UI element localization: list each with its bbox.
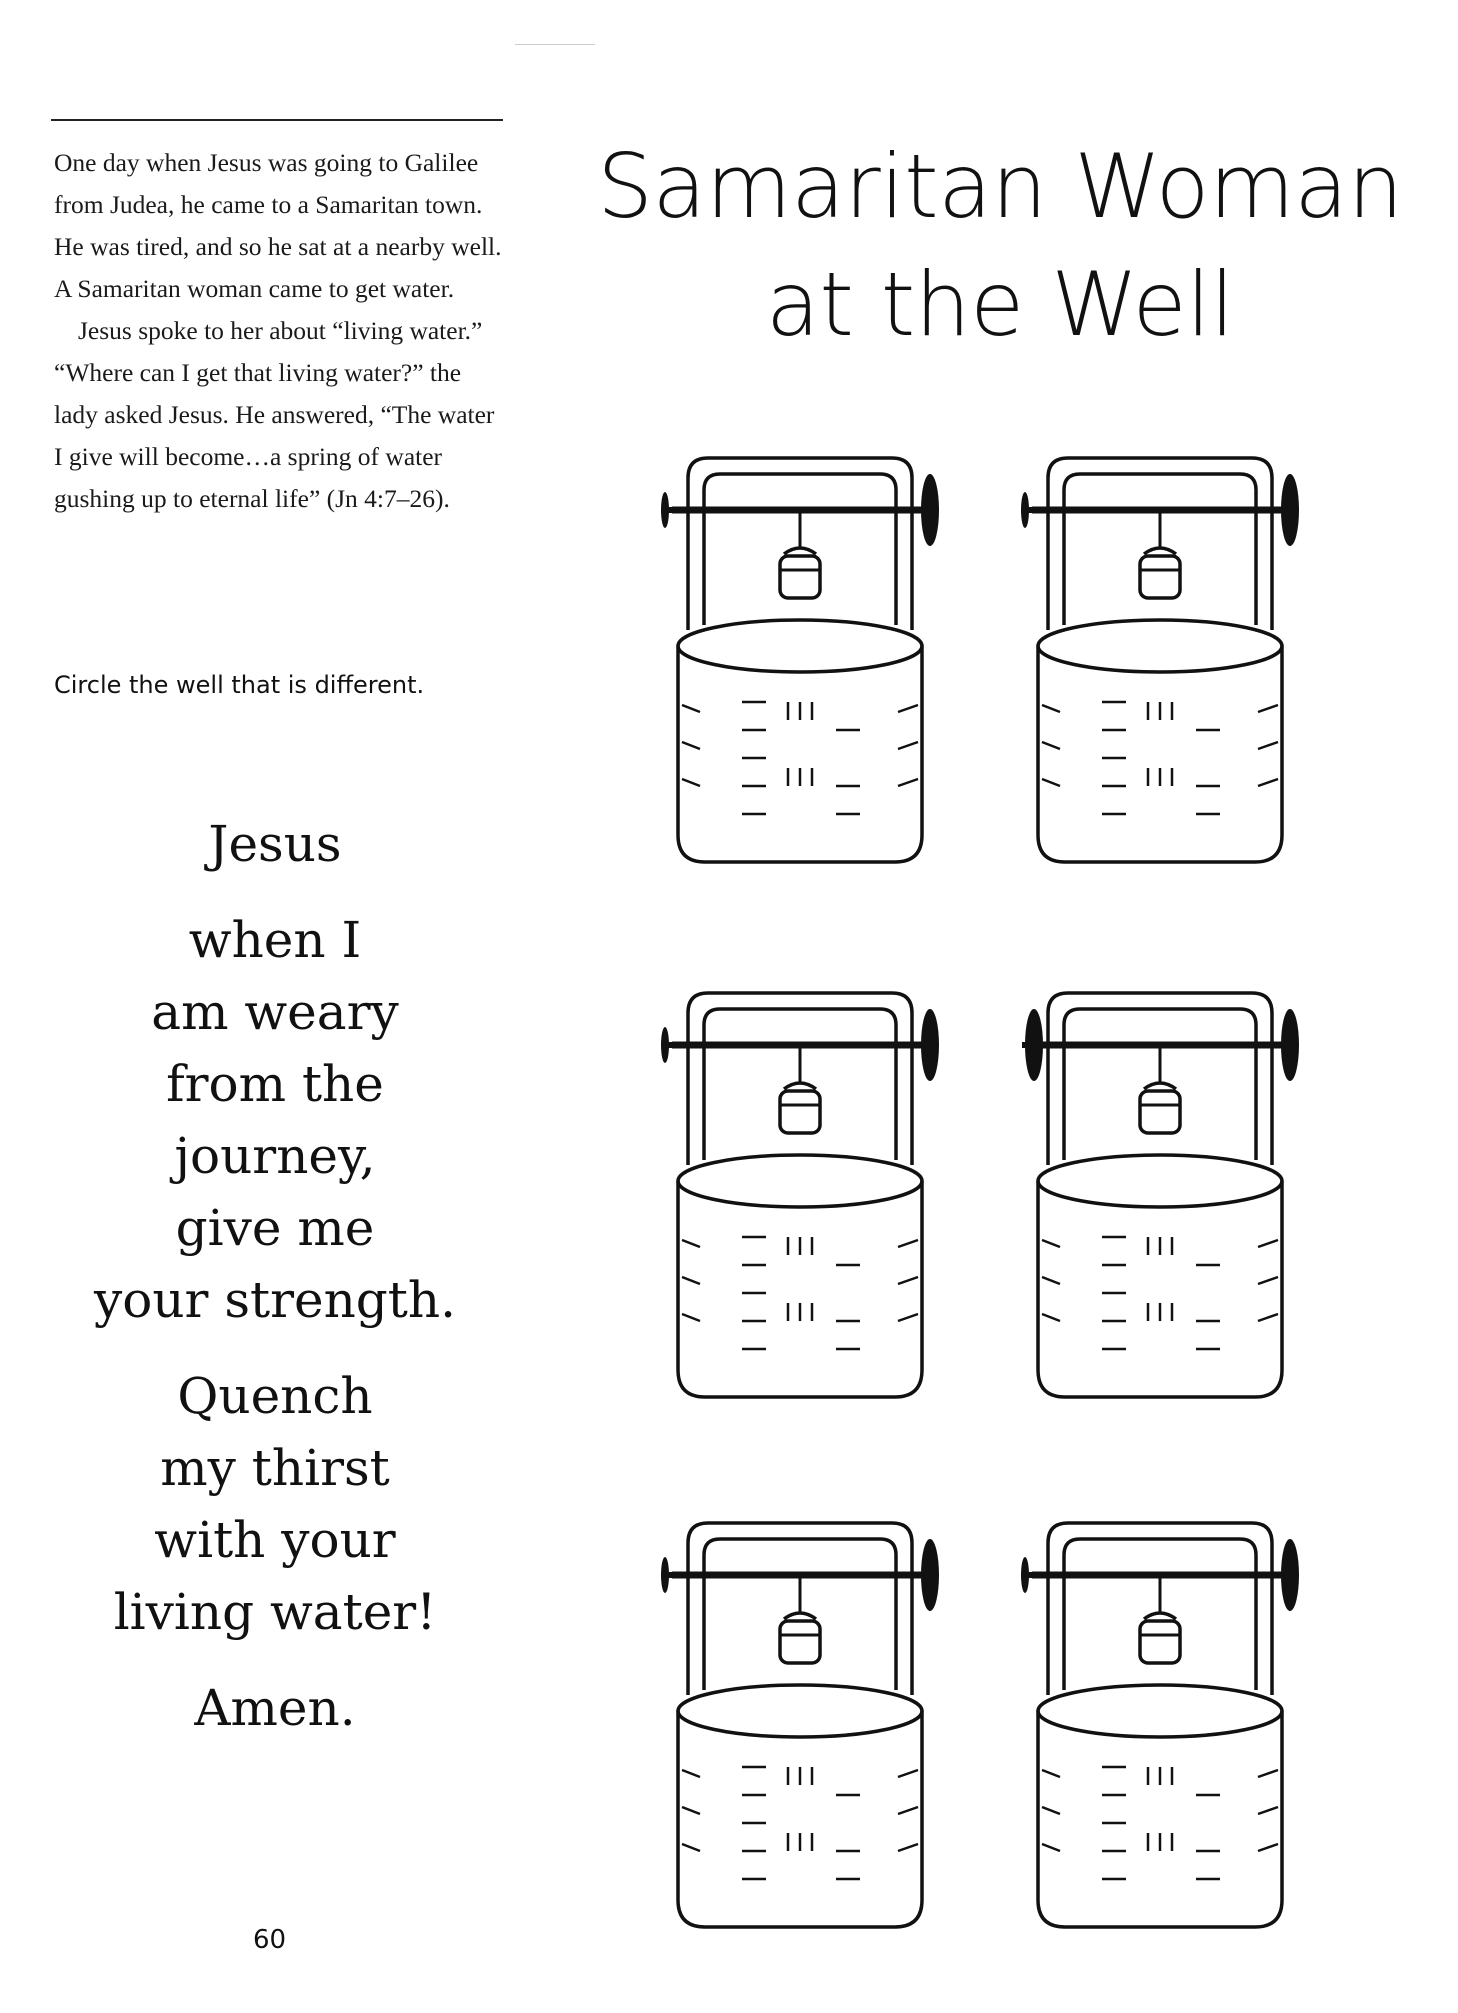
prayer-line: Quench (177, 1367, 373, 1425)
well-5[interactable] (660, 1515, 950, 1930)
prayer-stanza-2: when I am weary from the journey, give m… (30, 904, 520, 1336)
prayer-line: living water! (113, 1583, 437, 1641)
page-title: Samaritan Woman at the Well (560, 128, 1440, 364)
well-2[interactable] (1020, 450, 1310, 865)
prayer-line: give me (175, 1199, 375, 1257)
prayer-stanza-4: Amen. (30, 1672, 520, 1744)
prayer-line: from the (166, 1055, 384, 1113)
prayer-line: when I (188, 911, 362, 969)
well-1[interactable] (660, 450, 950, 865)
prayer-stanza-3: Quench my thirst with your living water! (30, 1360, 520, 1648)
page-number: 60 (253, 1925, 287, 1955)
well-3[interactable] (660, 985, 950, 1400)
header-rule (51, 119, 503, 121)
story-paragraph-1: One day when Jesus was going to Galilee … (54, 148, 502, 303)
title-line-2: at the Well (765, 253, 1235, 356)
prayer-line: journey, (174, 1127, 376, 1185)
title-line-1: Samaritan Woman (597, 135, 1403, 238)
prayer-line: with your (154, 1511, 396, 1569)
story-text: One day when Jesus was going to Galilee … (54, 142, 504, 520)
scan-mark (515, 44, 595, 45)
activity-instruction: Circle the well that is different. (54, 671, 425, 699)
prayer: Jesus when I am weary from the journey, … (30, 808, 520, 1768)
story-paragraph-2: Jesus spoke to her about “living water.”… (54, 316, 495, 513)
prayer-stanza-1: Jesus (30, 808, 520, 880)
well-4[interactable] (1020, 985, 1310, 1400)
prayer-line: Amen. (194, 1679, 356, 1737)
prayer-line: your strength. (94, 1271, 456, 1329)
prayer-line: Jesus (208, 815, 342, 873)
prayer-line: am weary (151, 983, 399, 1041)
prayer-line: my thirst (160, 1439, 390, 1497)
well-6[interactable] (1020, 1515, 1310, 1930)
